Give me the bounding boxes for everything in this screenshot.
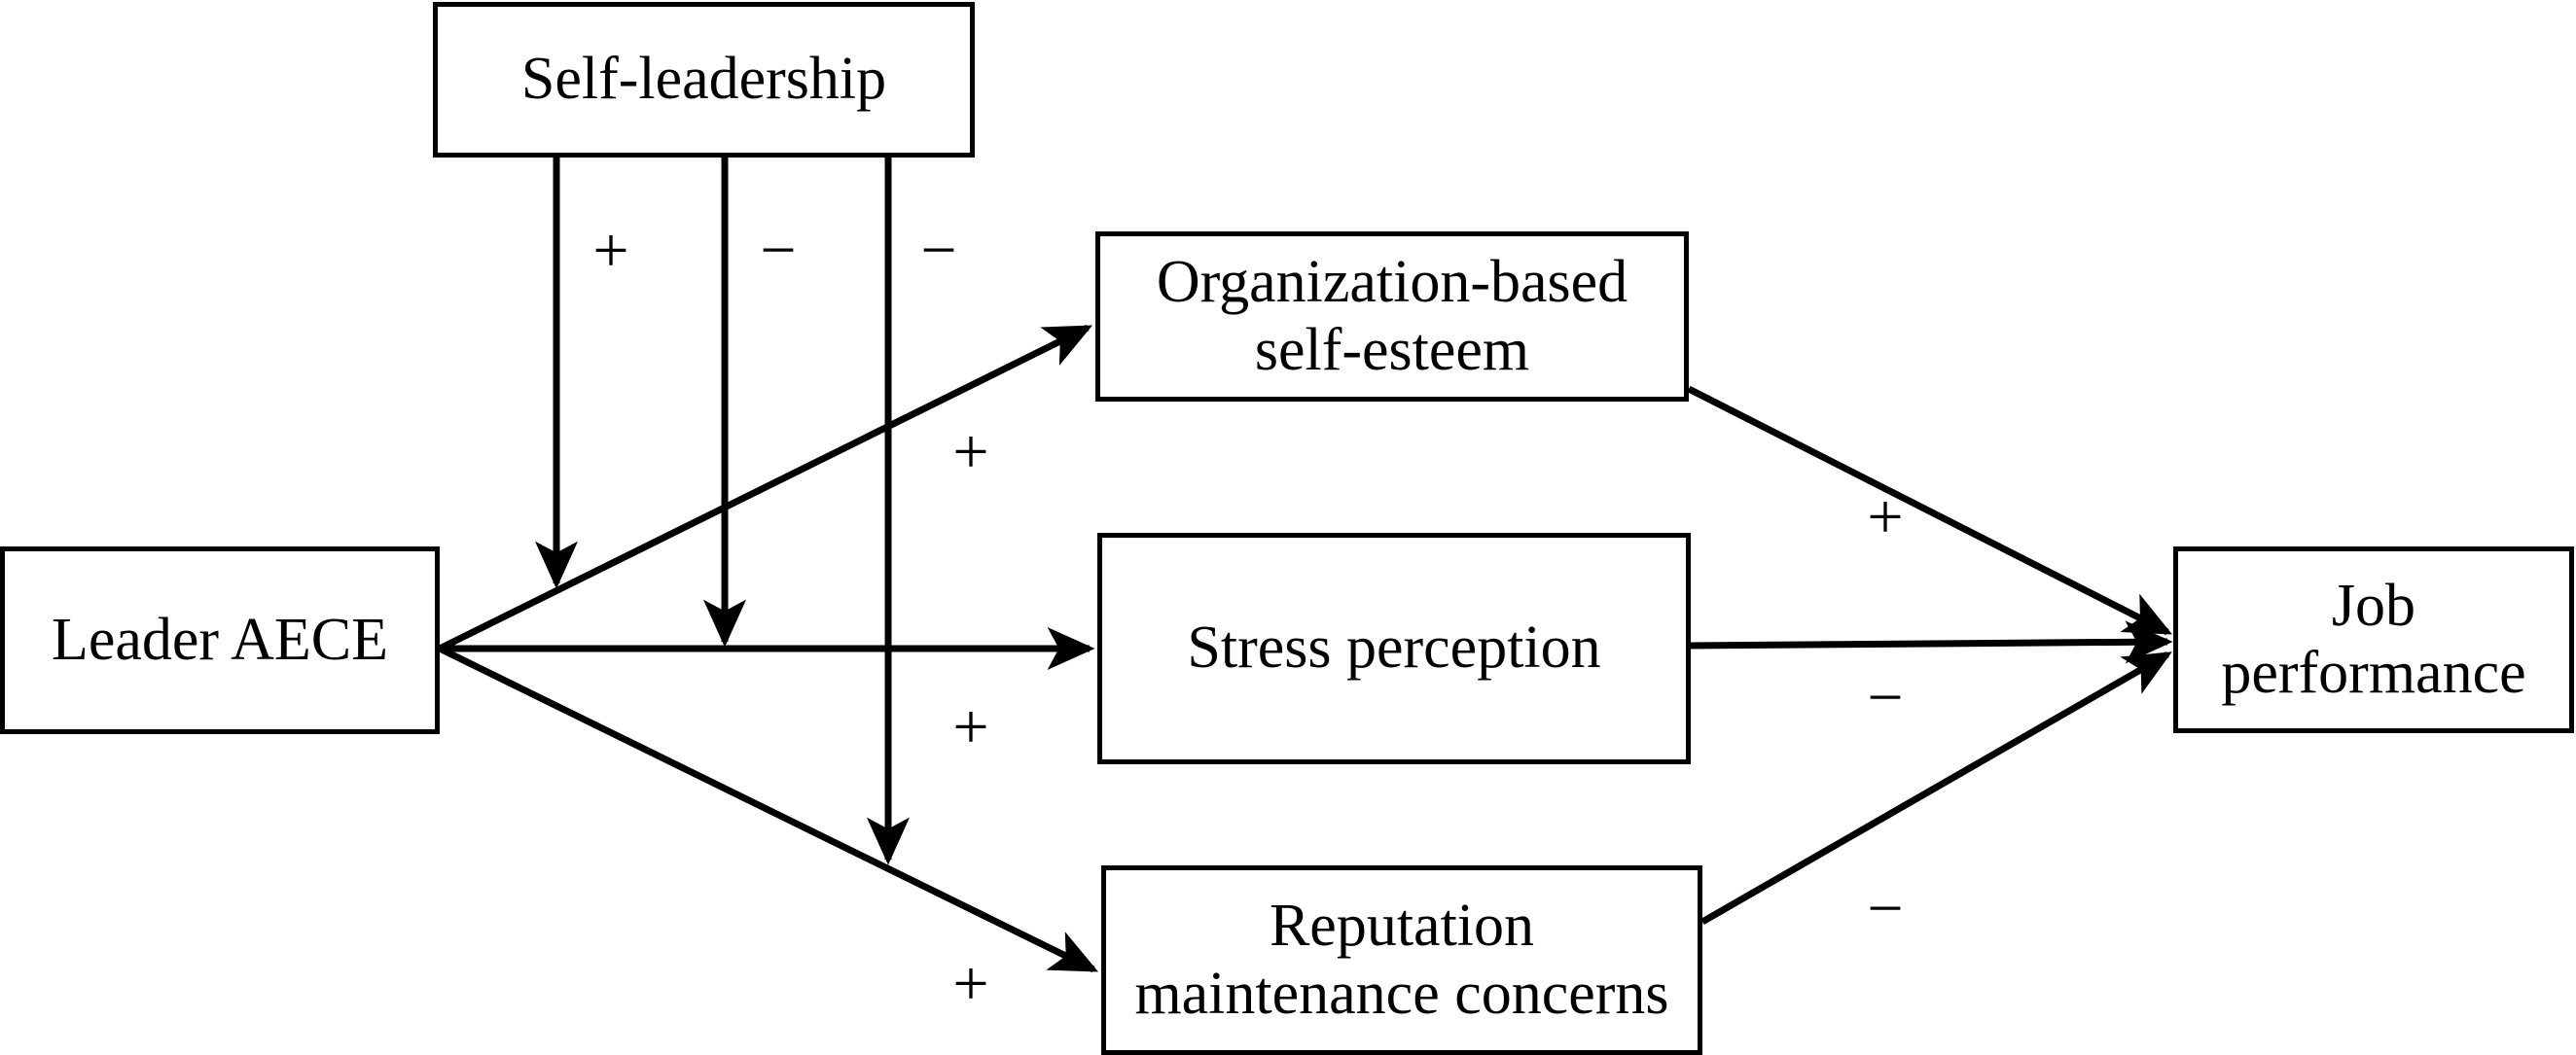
sign-label-reputation-to-job-performance: − (1867, 873, 1904, 944)
sign-label-obse-to-job-performance: + (1867, 481, 1904, 552)
edge-aece-to-reputation (438, 645, 1099, 973)
node-stress-perception[interactable]: Stress perception (1097, 533, 1691, 764)
node-leader-aece-label: Leader AECE (51, 606, 389, 673)
node-leader-aece[interactable]: Leader AECE (0, 546, 440, 734)
node-reputation-maintenance-concerns-label: Reputation maintenance concerns (1134, 893, 1669, 1027)
sign-label-aece-to-stress: + (952, 691, 989, 762)
node-job-performance[interactable]: Job performance (2173, 546, 2574, 733)
node-self-leadership-label: Self-leadership (520, 46, 887, 113)
edge-obse-to-job-performance (1687, 385, 2172, 636)
sign-label-stress-to-job-performance: − (1867, 662, 1904, 733)
sign-label-self-leadership-moderates-obse-path: + (592, 215, 629, 286)
edge-stress-to-job-performance (1690, 620, 2173, 664)
edge-aece-to-obse (438, 324, 1093, 652)
node-organization-based-self-esteem-label: Organization-based self-esteem (1156, 249, 1628, 383)
sign-label-self-leadership-moderates-reputation-path: − (920, 215, 957, 286)
sign-label-self-leadership-moderates-stress-path: − (760, 215, 797, 286)
sign-label-aece-to-obse: + (952, 416, 989, 487)
node-organization-based-self-esteem[interactable]: Organization-based self-esteem (1095, 231, 1689, 402)
node-stress-perception-label: Stress perception (1187, 615, 1601, 682)
node-job-performance-label: Job performance (2221, 572, 2526, 706)
node-reputation-maintenance-concerns[interactable]: Reputation maintenance concerns (1101, 865, 1702, 1055)
sign-label-aece-to-reputation: + (952, 948, 989, 1019)
node-self-leadership[interactable]: Self-leadership (433, 2, 975, 158)
edge-reputation-to-job-performance (1700, 651, 2172, 926)
